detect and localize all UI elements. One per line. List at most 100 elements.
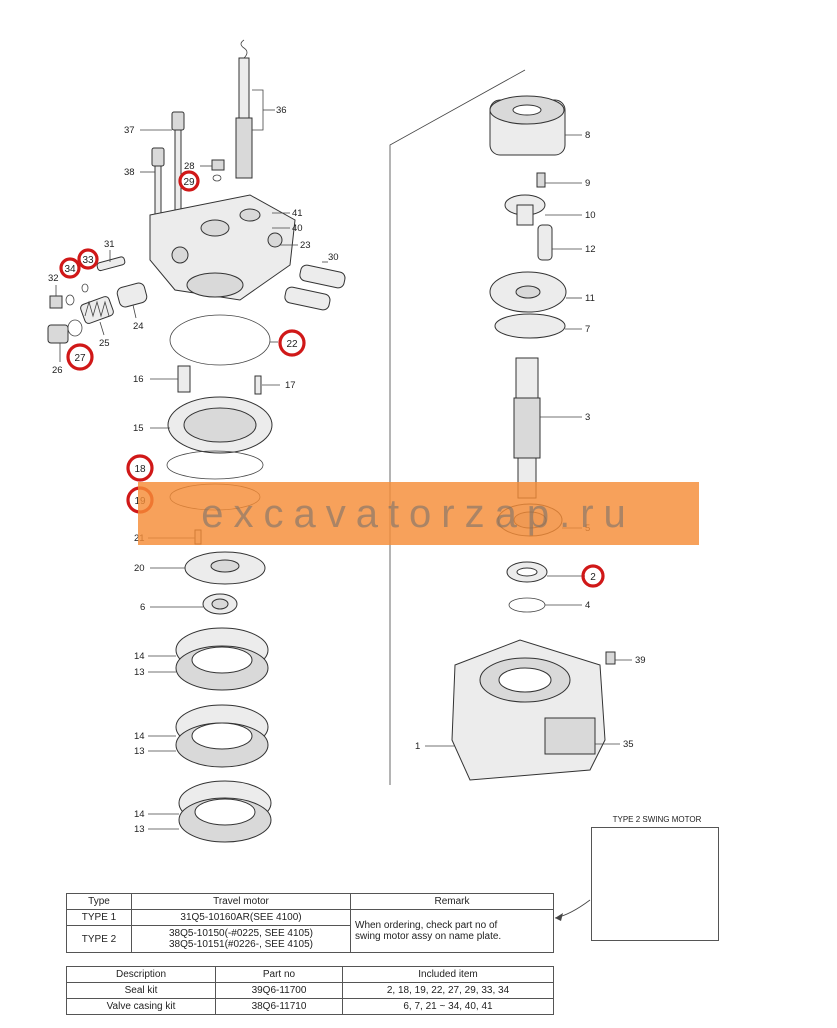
motor-cell: 38Q5-10150(-#0225, SEE 4105) 38Q5-10151(… [131, 925, 351, 953]
included-item-cell: 6, 7, 21 ~ 34, 40, 41 [342, 998, 554, 1015]
label-29: 29 [183, 177, 195, 188]
label-6: 6 [140, 602, 145, 613]
table-row: TYPE 1 31Q5-10160AR(SEE 4100) When order… [66, 909, 554, 953]
remark-line-1: When ordering, check part no of [355, 920, 498, 931]
remark-line-2: swing motor assy on name plate. [355, 931, 502, 942]
travel-motor-table: Type Travel motor Remark TYPE 1 31Q5-101… [66, 893, 554, 953]
part-9-spring [536, 172, 546, 188]
part-6-needle-bearing [202, 593, 238, 615]
label-23: 23 [300, 240, 311, 251]
label-24: 24 [133, 321, 144, 332]
section-divider [389, 69, 526, 785]
part-32-plug [49, 295, 63, 309]
valve-casing-body [149, 194, 296, 301]
label-14-c: 14 [134, 809, 145, 820]
included-item-cell: 2, 18, 19, 22, 27, 29, 33, 34 [342, 982, 554, 999]
label-13-c: 13 [134, 824, 145, 835]
label-20: 20 [134, 563, 145, 574]
watermark-text: excavatorzap.ru [201, 491, 636, 536]
label-17: 17 [285, 380, 296, 391]
part-no-cell: 38Q6-11710 [215, 998, 343, 1015]
part-1-casing [451, 639, 606, 781]
part-12-piston [537, 224, 553, 261]
label-32: 32 [48, 273, 59, 284]
label-2: 2 [590, 572, 596, 583]
type-cell: TYPE 2 [66, 925, 132, 953]
label-35: 35 [623, 739, 634, 750]
type-cell: TYPE 1 [66, 909, 132, 926]
label-13-a: 13 [134, 667, 145, 678]
part-18-o-ring [166, 450, 264, 480]
part-31-pin [96, 256, 126, 272]
label-27: 27 [74, 353, 86, 364]
table-row: Seal kit 39Q6-11700 2, 18, 19, 22, 27, 2… [66, 982, 554, 999]
part-14-13-friction-plate-set-1 [175, 627, 269, 691]
part-36-relief-valve-rod [235, 39, 253, 179]
table-row: Valve casing kit 38Q6-11710 6, 7, 21 ~ 3… [66, 998, 554, 1015]
part-37-bolt [171, 111, 185, 211]
label-14-b: 14 [134, 731, 145, 742]
label-13-b: 13 [134, 746, 145, 757]
highlight-34: 34 [59, 257, 81, 279]
part-no-cell: 39Q6-11700 [215, 982, 343, 999]
part-30-cartridge [284, 264, 346, 311]
label-18: 18 [134, 464, 146, 475]
part-34-o-ring [65, 294, 75, 306]
motor-line-1: 38Q5-10150(-#0225, SEE 4105) [169, 928, 313, 939]
label-1: 1 [415, 741, 420, 752]
watermark-band [138, 482, 699, 545]
part-22-o-ring [169, 314, 271, 366]
label-11: 11 [585, 293, 595, 304]
label-7: 7 [585, 324, 590, 335]
part-3-drive-shaft [513, 357, 541, 499]
label-9: 9 [585, 178, 590, 189]
label-12: 12 [585, 244, 596, 255]
part-29-o-ring [212, 174, 222, 182]
part-10-ball-guide [504, 194, 546, 226]
part-25-spring [80, 296, 114, 324]
kit-table: Description Part no Included item Seal k… [66, 966, 554, 1015]
arrow-head-icon [555, 913, 563, 921]
highlight-2: 2 [581, 564, 605, 588]
col-description: Description [66, 966, 216, 983]
col-remark: Remark [350, 893, 554, 910]
label-41: 41 [292, 208, 303, 219]
label-34: 34 [64, 264, 76, 275]
part-27-o-ring [67, 319, 83, 337]
label-14-a: 14 [134, 651, 145, 662]
part-26-cap [47, 324, 69, 344]
part-7-shoe-plate [494, 313, 566, 339]
label-28: 28 [184, 161, 195, 172]
label-15: 15 [133, 423, 144, 434]
part-24-spool [116, 282, 148, 308]
part-17-pin [254, 375, 262, 395]
col-type: Type [66, 893, 132, 910]
label-25: 25 [99, 338, 110, 349]
label-30: 30 [328, 252, 339, 263]
col-travel-motor: Travel motor [131, 893, 351, 910]
col-part-no: Part no [215, 966, 343, 983]
label-37: 37 [124, 125, 135, 136]
leader-lines [55, 89, 632, 830]
label-33: 33 [82, 255, 94, 266]
part-8-cylinder-block [489, 95, 566, 156]
part-20-valve-plate [184, 551, 266, 585]
part-33-o-ring [81, 283, 89, 293]
highlight-33: 33 [77, 248, 99, 270]
table-header-row: Description Part no Included item [66, 966, 554, 983]
type2-swing-motor-inset [591, 827, 719, 941]
label-38: 38 [124, 167, 135, 178]
label-16: 16 [133, 374, 144, 385]
table-row: TYPE 2 38Q5-10150(-#0225, SEE 4105) 38Q5… [66, 925, 554, 953]
remark-cell: When ordering, check part no of swing mo… [350, 909, 554, 953]
label-39: 39 [635, 655, 646, 666]
part-38-bolt [151, 147, 165, 227]
highlight-18: 18 [126, 454, 154, 482]
part-15-brake-piston [167, 396, 273, 454]
label-40: 40 [292, 223, 303, 234]
label-10: 10 [585, 210, 596, 221]
part-28-plug [211, 159, 225, 171]
label-4: 4 [585, 600, 590, 611]
